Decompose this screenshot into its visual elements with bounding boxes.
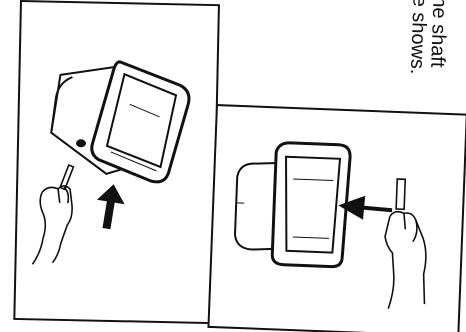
illustration-panel-left bbox=[13, 0, 220, 324]
container-box-icon bbox=[50, 60, 189, 182]
illustration-panel-right bbox=[207, 104, 466, 332]
container-box-icon bbox=[234, 141, 351, 267]
instruction-caption: ne shaft e shows. bbox=[406, 0, 449, 89]
container-front-illustration bbox=[209, 106, 466, 332]
arrow-up-icon bbox=[93, 182, 128, 231]
container-tilted-illustration bbox=[15, 2, 222, 326]
caption-line-2: e shows. bbox=[406, 0, 429, 88]
caption-area: ne shaft e shows. bbox=[384, 0, 466, 96]
hand-holding-shaft-icon bbox=[382, 179, 429, 311]
hand-holding-shaft-icon bbox=[32, 164, 73, 265]
